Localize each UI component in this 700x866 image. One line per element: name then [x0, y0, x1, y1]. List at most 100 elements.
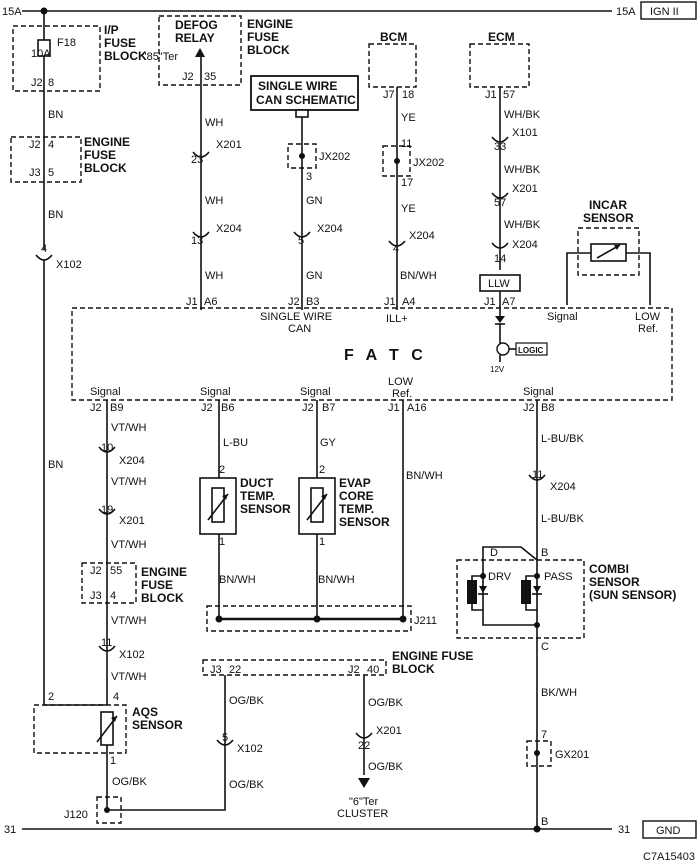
ip-title-1: I/P [104, 23, 119, 37]
wires-vtwh3: VT/WH [111, 539, 146, 551]
connectors-gx201: GX201 [555, 749, 589, 761]
connectors-x101-pin: 33 [494, 141, 506, 153]
evap-t1: EVAP [339, 476, 371, 490]
gnd-badge-label: GND [656, 825, 681, 837]
wires-bnwh2: BN/WH [318, 574, 355, 586]
fuse-rating: 10A [31, 48, 51, 60]
ip-title-2: FUSE [104, 36, 136, 50]
combi-b: B [541, 547, 548, 559]
incar-title1: INCAR [589, 198, 627, 212]
fatc-bottom-pins-4-conn: J2 [523, 402, 535, 414]
fatc-bottom-pins-1-label: Signal [200, 386, 231, 398]
ecm-pin: 57 [503, 89, 515, 101]
engine-fuse-bottom-conn-a: J3 [210, 664, 222, 676]
fatc-box [71, 307, 673, 401]
x102a-connector [35, 254, 53, 261]
wires-ye1: YE [401, 112, 416, 124]
wires-lbubk1: L-BU/BK [541, 433, 584, 445]
fatc-top-labels-low2: Ref. [638, 323, 658, 335]
connectors-x204c-pin: 4 [393, 243, 399, 255]
engine-fuse-top-conn-b: J3 [29, 167, 41, 179]
combi-t3: (SUN SENSOR) [589, 588, 676, 602]
engine-fuse-mid-conn-a: J2 [90, 565, 102, 577]
combi-pass: PASS [544, 571, 573, 583]
wires-lbubk2: L-BU/BK [541, 513, 584, 525]
fatc-bottom-pins-0-label: Signal [90, 386, 121, 398]
wires-whbk3: WH/BK [504, 219, 541, 231]
defog-title2: RELAY [175, 31, 215, 45]
fatc-bottom-pins-0-pin: B9 [110, 402, 123, 414]
combi-t1: COMBI [589, 562, 629, 576]
combi-t2: SENSOR [589, 575, 640, 589]
wire-bn-2: BN [48, 209, 63, 221]
fatc-module: F A T C J1 A6 J2 B3 J1 A4 J1 A7 SINGLE W… [71, 296, 673, 414]
gnd-badge [642, 820, 697, 839]
connectors-x204c: X204 [409, 230, 435, 242]
wires-gn1: GN [306, 195, 323, 207]
connectors-x201d: X201 [376, 725, 402, 737]
fatc-top-labels-ill: ILL+ [386, 313, 408, 325]
duct-pin-top: 2 [219, 464, 225, 476]
connectors-j211: J211 [414, 615, 437, 627]
gx201-box [526, 740, 552, 767]
ip-pin: 8 [48, 77, 54, 89]
connectors-jx202b: JX202 [413, 157, 444, 169]
engine-fuse-bottom-pin-a: 22 [229, 664, 241, 676]
wires-whbk1: WH/BK [504, 109, 541, 121]
cluster-ter: "6"Ter [349, 796, 379, 808]
engine-fuse-mid [81, 562, 137, 604]
aqs-pin2: 2 [48, 691, 54, 703]
engine-fuse-mid-title1: ENGINE [141, 565, 187, 579]
connectors-x204f: X204 [550, 481, 576, 493]
connectors-x204e: X204 [119, 455, 145, 467]
bcm-pin: 18 [402, 89, 414, 101]
engine-fuse-defog-title2: FUSE [247, 30, 279, 44]
ecm-title: ECM [488, 30, 515, 44]
ground-right-label: 31 [618, 824, 630, 836]
ecm-conn: J1 [485, 89, 497, 101]
connectors-x102a: X102 [56, 259, 82, 271]
engine-fuse-top-conn-a: J2 [29, 139, 41, 151]
aqs-signal-circuit: VT/WH 10 X204 VT/WH 19 X201 VT/WH J2 55 … [33, 400, 265, 824]
engine-fuse-top-pin-b: 5 [48, 167, 54, 179]
connectors-x201a: X201 [216, 139, 242, 151]
fatc-top-pins-2-pin: A4 [402, 296, 415, 308]
connectors-gx201-pin: 7 [541, 729, 547, 741]
engine-fuse-bottom-title2: BLOCK [392, 662, 435, 676]
power-left-label: 15A [2, 6, 22, 18]
evap-t3: TEMP. [339, 502, 374, 516]
evap-t4: SENSOR [339, 515, 390, 529]
defog-ter: "85"Ter [143, 51, 179, 63]
engine-fuse-bottom-title1: ENGINE FUSE [392, 649, 473, 663]
engine-fuse-mid-title2: FUSE [141, 578, 173, 592]
fatc-bottom-pins-4-pin: B8 [541, 402, 554, 414]
wires-bkwh: BK/WH [541, 687, 577, 699]
can-circuit: SINGLE WIRE CAN SCHEMATIC JX202 3 GN 5 X… [250, 75, 359, 310]
wires-vtwh1: VT/WH [111, 422, 146, 434]
combi-sensor-box [456, 559, 585, 639]
connectors-x201b: X201 [512, 183, 538, 195]
duct-evap-circuit: L-BU 2 DUCT TEMP. SENSOR 1 BN/WH GY 2 EV… [199, 400, 443, 632]
wire-bn-1: BN [48, 109, 63, 121]
connectors-jx202b-pin1: 11 [401, 138, 412, 150]
fatc-bottom-pins-3-pin: A16 [407, 402, 427, 414]
connectors-x201c: X201 [119, 515, 145, 527]
engine-fuse-mid-pin-b: 4 [110, 590, 116, 602]
ground-rail: 31 31 GND C7A15403 [4, 820, 697, 863]
connectors-x102b-pin: 11 [101, 637, 112, 649]
fatc-bottom-pins-2-conn: J2 [302, 402, 314, 414]
connectors-jx202a-pin: 3 [306, 171, 312, 183]
connectors-x102c: X102 [237, 743, 263, 755]
connectors-x204d-pin: 14 [494, 253, 506, 265]
combi-sensor-circuit: L-BU/BK 11 X204 L-BU/BK D B DRV PASS COM… [456, 400, 676, 829]
aqs-t1: AQS [132, 705, 158, 719]
cluster-name: CLUSTER [337, 808, 388, 820]
llw: LLW [488, 278, 510, 290]
fatc-volt: 12V [490, 365, 505, 374]
combi-drv: DRV [488, 571, 512, 583]
fatc-bottom-pins-1-conn: J2 [201, 402, 213, 414]
connectors-x201a-pin: 23 [191, 154, 203, 166]
connectors-x204d: X204 [512, 239, 538, 251]
